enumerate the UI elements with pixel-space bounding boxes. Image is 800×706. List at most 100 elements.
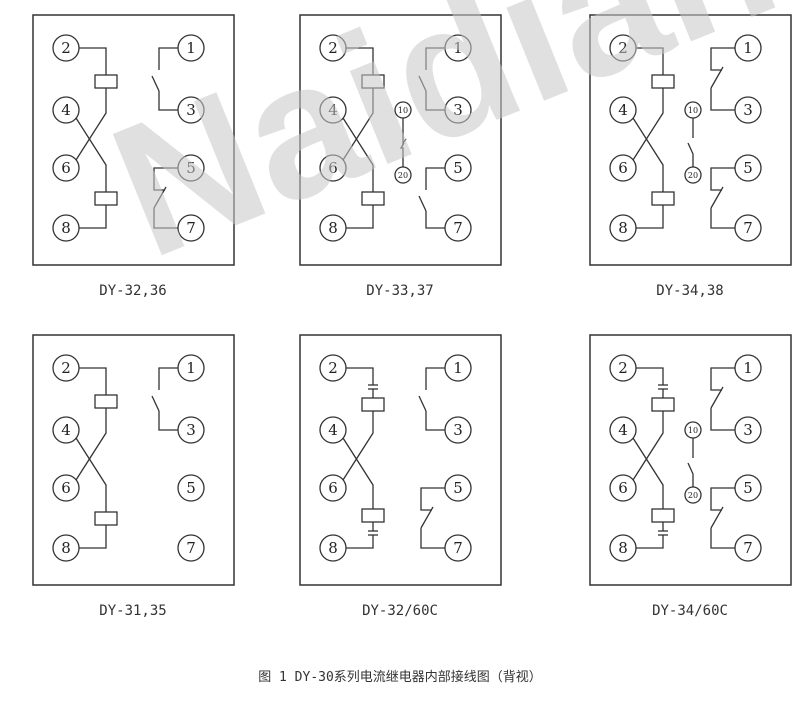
terminal-number: 10 (688, 426, 698, 435)
terminal-number: 8 (618, 539, 628, 557)
terminal-number: 5 (453, 479, 463, 497)
wire (158, 91, 178, 111)
terminal-6: 6 (609, 154, 637, 182)
wire-cross (632, 117, 664, 192)
terminal-number: 5 (186, 479, 196, 497)
terminal-6: 6 (319, 154, 347, 182)
terminal-number: 4 (61, 101, 71, 119)
terminal-10: 10 (684, 101, 702, 119)
contact-blade (710, 66, 724, 89)
terminal-1: 1 (734, 354, 762, 382)
terminal-circle (52, 416, 80, 444)
coil-upper (361, 397, 385, 412)
wire (425, 91, 445, 111)
model-label: DY-34/60C (652, 603, 728, 619)
terminal-7: 7 (444, 534, 472, 562)
terminal-number: 7 (186, 539, 196, 557)
coil-lower (361, 508, 385, 523)
terminal-5: 5 (444, 474, 472, 502)
wire (420, 528, 445, 549)
terminal-3: 3 (444, 416, 472, 444)
terminal-number: 1 (743, 359, 753, 377)
terminal-5: 5 (177, 474, 205, 502)
terminal-number: 4 (618, 101, 628, 119)
wire (420, 487, 445, 511)
terminal-circle (52, 474, 80, 502)
terminal-1: 1 (177, 354, 205, 382)
terminal-number: 10 (688, 106, 698, 115)
contact-blade (710, 506, 724, 529)
contact-blade (710, 386, 724, 409)
wire (425, 47, 445, 70)
terminal-circle (609, 416, 637, 444)
contact-blade (151, 395, 160, 412)
wire (346, 47, 374, 75)
panel-frame (299, 334, 502, 586)
terminal-8: 8 (609, 534, 637, 562)
wire (710, 167, 735, 191)
contact-blade (418, 195, 427, 212)
terminal-circle (319, 154, 347, 182)
terminal-number: 5 (453, 159, 463, 177)
wire (158, 47, 178, 70)
terminal-number: 5 (743, 159, 753, 177)
terminal-number: 7 (743, 219, 753, 237)
contact-normally-closed (710, 487, 735, 549)
terminal-6: 6 (52, 474, 80, 502)
terminal-3: 3 (734, 96, 762, 124)
terminal-number: 1 (453, 39, 463, 57)
terminal-number: 6 (618, 479, 628, 497)
terminal-number: 5 (743, 479, 753, 497)
terminal-number: 3 (743, 421, 753, 439)
terminal-circle (52, 154, 80, 182)
wire (636, 367, 664, 385)
coil-upper (94, 394, 118, 409)
terminal-4: 4 (609, 416, 637, 444)
wire-cross (632, 411, 664, 481)
wire-cross (632, 437, 664, 509)
wire-cross (75, 408, 107, 481)
model-label: DY-33,37 (366, 283, 433, 299)
contact-normally-open (151, 47, 178, 111)
contact-blade (153, 186, 167, 209)
terminal-number: 8 (328, 539, 338, 557)
terminal-20: 20 (684, 166, 702, 184)
terminal-number: 1 (186, 359, 196, 377)
terminal-3: 3 (177, 96, 205, 124)
contact-blade (418, 395, 427, 412)
wire (153, 208, 178, 229)
wire (710, 47, 735, 71)
coil-lower (651, 508, 675, 523)
terminal-circle (609, 154, 637, 182)
coil-upper (94, 74, 118, 89)
wire (710, 487, 735, 511)
terminal-7: 7 (734, 214, 762, 242)
terminal-2: 2 (52, 34, 80, 62)
wire (636, 205, 664, 229)
terminal-number: 2 (618, 39, 628, 57)
wire-cross (75, 117, 107, 192)
terminal-5: 5 (734, 154, 762, 182)
terminal-number: 1 (186, 39, 196, 57)
wire (710, 367, 735, 391)
panel-frame (32, 334, 235, 586)
terminal-circle (319, 416, 347, 444)
wire (636, 47, 664, 75)
wire-cross (75, 437, 107, 512)
terminal-number: 20 (688, 171, 698, 180)
wire (425, 211, 445, 229)
figure-caption: 图 1 DY-30系列电流继电器内部接线图（背视） (258, 669, 542, 685)
wire (710, 88, 735, 111)
model-label: DY-34,38 (656, 283, 723, 299)
terminal-number: 6 (61, 479, 71, 497)
terminal-number: 8 (328, 219, 338, 237)
terminal-1: 1 (444, 354, 472, 382)
terminal-number: 20 (688, 491, 698, 500)
contact-normally-closed (710, 167, 735, 229)
terminal-number: 4 (618, 421, 628, 439)
terminal-6: 6 (609, 474, 637, 502)
terminal-number: 8 (61, 219, 71, 237)
terminal-circle (609, 474, 637, 502)
coil-lower (651, 191, 675, 206)
